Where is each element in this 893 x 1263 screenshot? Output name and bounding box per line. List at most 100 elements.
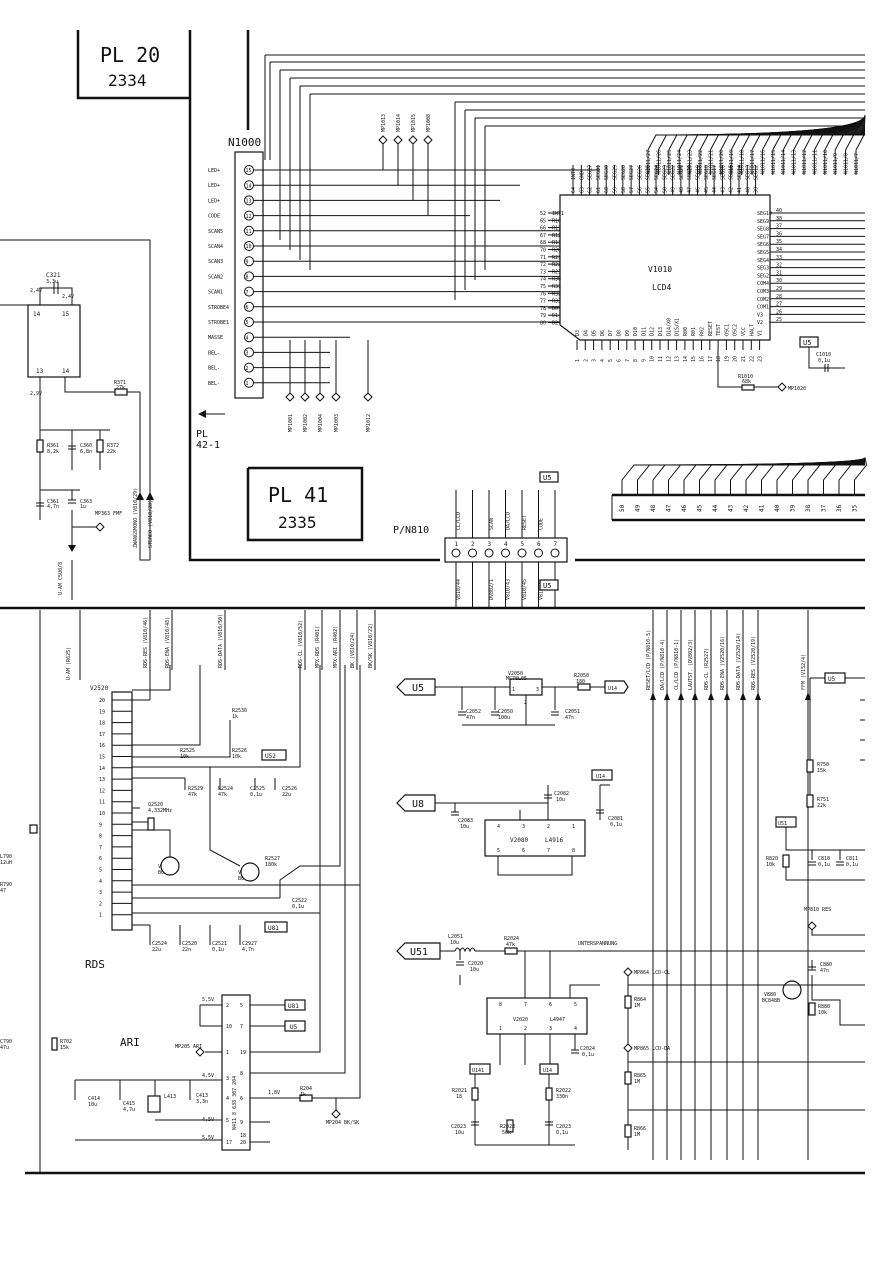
- n1000-pin-8-circle: [244, 271, 254, 282]
- n1000-pin-8-name: SCAN2: [208, 274, 223, 280]
- v2020-type: L4947: [550, 1017, 565, 1023]
- v1010-tr-11-label: N1011/16: [760, 150, 766, 174]
- c2023-ref: C2023: [451, 1124, 466, 1130]
- n1000-pin-15-num: 15: [246, 168, 252, 174]
- c360-ref: C360: [80, 443, 92, 449]
- rds-part-11-val: 0,1u: [292, 904, 304, 910]
- v1010-left-65-name: R10: [552, 218, 561, 224]
- v2020-bot-pin-4: 4: [574, 1026, 577, 1032]
- l790-ref: L790: [0, 854, 12, 860]
- pn810-top-label-1: SCAN: [489, 518, 495, 530]
- v1010-tr-4-label: N1011/23: [688, 150, 694, 174]
- v1010-left-67-num: 67: [540, 233, 546, 239]
- ari-right-pin-2: 19: [240, 1050, 246, 1056]
- ari-left-pin-2: 1: [226, 1050, 229, 1056]
- pn810-pin-7-circle: [550, 548, 560, 558]
- v1010-tr-16-label: N1011/11: [812, 150, 818, 174]
- n1000-pin-15-name: LED+: [208, 168, 220, 174]
- v1010-left-79-name: D1: [552, 313, 558, 319]
- v880-val: BC848B: [762, 998, 780, 1004]
- rds-part-4-ref: R2524: [218, 786, 233, 792]
- ari-right-pin-4: 6: [240, 1096, 243, 1102]
- v1010-left-66-num: 66: [540, 226, 546, 232]
- lcd-strip-50-wire: [621, 464, 865, 495]
- v1010-right-37-name: SEG8: [757, 227, 769, 233]
- v1010-left-76-num: 76: [540, 291, 546, 297]
- ari-title: ARI: [120, 1036, 140, 1049]
- lcd-strip-35-wire: [854, 457, 868, 495]
- ari-part-4-val: 1k: [300, 1092, 306, 1098]
- r866-ref: R866: [634, 1126, 646, 1132]
- r702-ref: R702: [60, 1039, 72, 1045]
- n1000-pin-5-circle: [244, 317, 254, 327]
- v1010-bot-4-num: 5: [608, 359, 614, 362]
- ari-part-0-ref: C414: [88, 1096, 100, 1102]
- c2029-val: 0,1u: [556, 1130, 568, 1136]
- v1010-top-6-num: 58: [621, 187, 627, 193]
- v1010-bot-18-num: 19: [724, 356, 730, 362]
- ari-rail-d: 5,5V: [202, 1135, 214, 1141]
- v1010-right-29-num: 29: [776, 286, 782, 292]
- pn810-pin-4-circle: [501, 548, 510, 558]
- v1010-top-8-name: SEG26: [637, 165, 643, 180]
- v1010-top-13-num: 48: [679, 187, 685, 193]
- v1010-left-66-name: R11: [552, 226, 561, 232]
- v1010-top-0-num: 64: [571, 187, 577, 193]
- u14-tag-b: U14: [596, 774, 605, 780]
- v1010-bot-10-name: D13: [658, 327, 664, 336]
- v1010-right-35-name: SEG6: [757, 242, 769, 248]
- v1010-left-78-name: D0: [552, 306, 558, 312]
- left-pin-14a: 14: [33, 311, 41, 318]
- ari-ic-label: N411 8 638 307 204: [232, 1076, 238, 1130]
- l790-val: 12uH: [0, 860, 12, 866]
- v1010-top-15-name: SEG19: [696, 165, 702, 180]
- v1010-left-73-name: R23: [552, 269, 561, 275]
- v1010-left-68-num: 68: [540, 240, 546, 246]
- rds-signal-7-label: BK/SK (V810/22): [368, 623, 374, 668]
- v1010-left-72-num: 72: [540, 262, 546, 268]
- rds-part-11-ref: C2522: [292, 898, 307, 904]
- c880-val: 47n: [820, 968, 829, 974]
- tp-bot-3-marker: [331, 392, 341, 402]
- rds-pin-14-num: 14: [99, 766, 105, 772]
- v1010-bot-1-num: 2: [583, 359, 589, 362]
- n1000-pin-4-name: MASSE: [208, 335, 223, 341]
- tp-bot-0-marker: [285, 392, 295, 402]
- ari-part-1-val: 4,7u: [123, 1107, 135, 1113]
- v1010-right-26-num: 26: [776, 309, 782, 315]
- rds-signal-1-label: RDS-ENA (V810/48): [165, 617, 171, 668]
- r790-ref: R790: [0, 882, 12, 888]
- v1010-left-79-num: 79: [540, 313, 546, 319]
- v1010-bot-6-num: 7: [625, 359, 631, 362]
- r371-ref: R371: [114, 380, 126, 386]
- v1010-right-26-name: V3: [757, 312, 763, 318]
- lcd-strip-47-num: 47: [666, 504, 673, 512]
- c2050-val: 100u: [498, 715, 510, 721]
- v1010-top-10-num: 54: [654, 187, 660, 193]
- v1010-right-28-num: 28: [776, 294, 782, 300]
- c2051-val: 47n: [565, 715, 574, 721]
- v1010-tr-7-label: N1011/20: [719, 150, 725, 174]
- bus-right-5-arrow: [724, 692, 730, 700]
- plate-pl42-line2: 42-1: [196, 440, 220, 451]
- tag-u14-low: U14: [543, 1068, 552, 1074]
- r820-ref: R820: [766, 856, 778, 862]
- v1010-right-27-name: COM1: [757, 305, 769, 311]
- c2081-ref: C2081: [608, 816, 623, 822]
- r866-val: 1M: [634, 1132, 640, 1138]
- mp864-label: MP864 LCD-CL: [634, 970, 670, 976]
- n1000-pin-14-num: 14: [246, 183, 252, 189]
- ari-mp205: MP205 ARI: [175, 1044, 202, 1050]
- r2024-ref: R2024: [504, 936, 519, 942]
- c321-ref: C321: [46, 272, 61, 279]
- v1010-top-17-name: SEG17: [712, 165, 718, 180]
- v2080-type: L4916: [545, 837, 563, 844]
- c360-val: 6,8n: [80, 449, 92, 455]
- v1010-right-37-num: 37: [776, 224, 782, 230]
- v1010-top-15-num: 46: [696, 187, 702, 193]
- bus-right-3-label: LAUTST. (DV802/3): [688, 639, 694, 690]
- ari-rail-b: 4,5V: [202, 1073, 214, 1079]
- v1010-top-20-num: 41: [737, 187, 743, 193]
- tp-top-3-label: MP1008: [426, 114, 432, 132]
